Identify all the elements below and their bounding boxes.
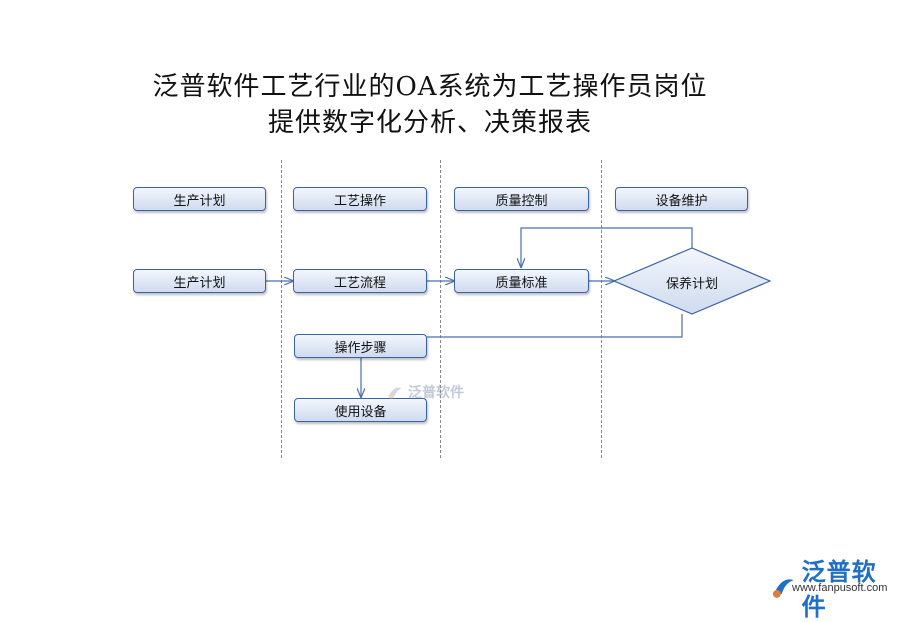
watermark-text: 泛普软件 (408, 385, 464, 401)
lane-header-production-plan: 生产计划 (133, 187, 266, 211)
lane-divider (281, 160, 282, 458)
node-quality-standard: 质量标准 (454, 269, 589, 293)
arrow-maintenance-to-quality (521, 227, 693, 267)
fanpu-logo-icon (772, 579, 794, 598)
brand-url: www.fanpusoft.com (792, 582, 888, 594)
node-equipment-use: 使用设备 (294, 398, 427, 422)
lane-header-process-operation: 工艺操作 (293, 187, 427, 211)
node-operation-steps: 操作步骤 (294, 334, 427, 358)
lane-header-quality-control: 质量控制 (454, 187, 589, 211)
node-process-flow: 工艺流程 (293, 269, 427, 293)
node-maintenance-plan-label: 保养计划 (665, 277, 718, 292)
fanpu-logo-icon (388, 387, 402, 400)
maintenance-plan-diamond (612, 247, 772, 315)
lane-header-equipment-maintenance: 设备维护 (615, 187, 748, 211)
diagram-title-line1: 泛普软件工艺行业的OA系统为工艺操作员岗位 (152, 72, 708, 102)
node-production-plan: 生产计划 (133, 269, 266, 293)
watermark: 泛普软件 (386, 382, 464, 402)
lane-divider (440, 160, 441, 458)
line-maintenance-to-steps (427, 314, 683, 338)
connector-lines (266, 227, 772, 600)
lane-divider (601, 160, 602, 458)
diagram-title-line2: 提供数字化分析、决策报表 (267, 108, 592, 138)
